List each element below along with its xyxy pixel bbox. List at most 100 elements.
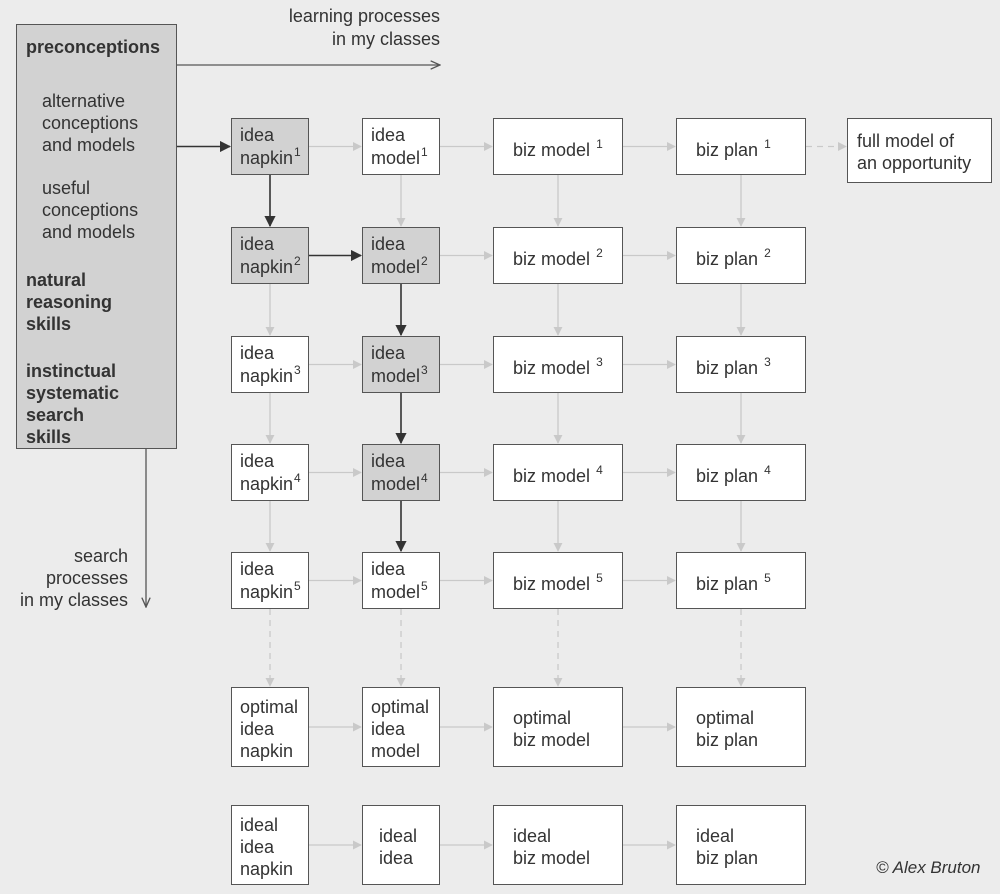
optimal-model-box: optimal idea model (362, 687, 440, 767)
box-line: biz plan (696, 249, 759, 269)
panel-instinctual: skills (26, 427, 72, 447)
search-processes-label: processes (45, 568, 128, 588)
idea-model-box: idea model5 (362, 552, 440, 609)
learning-processes-label: in my classes (331, 29, 440, 49)
box-sup: 2 (596, 246, 603, 260)
idea-model-box: idea model1 (362, 118, 440, 175)
box-line: optimal (371, 697, 430, 717)
box-line: model (371, 582, 421, 602)
idea-napkin-box: idea napkin5 (231, 552, 309, 609)
box-line: full model of (857, 131, 955, 151)
box-line: ideal (696, 826, 735, 846)
panel-item: useful (42, 178, 91, 198)
panel-heading: preconceptions (26, 37, 161, 57)
box-sup: 2 (294, 254, 301, 268)
panel-natural: natural (26, 270, 87, 290)
box-line: model (371, 257, 421, 277)
box-sup: 4 (764, 463, 771, 477)
box-line: model (371, 148, 421, 168)
learning-processes-label: learning processes (288, 6, 440, 26)
credit: © Alex Bruton (876, 858, 981, 877)
panel-instinctual: instinctual (26, 361, 117, 381)
box-line: idea (240, 559, 275, 579)
biz-model-box: biz model 5 (493, 552, 623, 609)
box-line: biz plan (696, 848, 759, 868)
panel-item: and models (42, 222, 136, 242)
ideal-napkin-box: ideal idea napkin (231, 805, 309, 885)
box-sup: 3 (764, 355, 771, 369)
box-line: napkin (240, 741, 294, 761)
box-sup: 4 (294, 471, 301, 485)
idea-napkin-box: idea napkin3 (231, 336, 309, 393)
search-processes-label: in my classes (19, 590, 128, 610)
box-line: model (371, 366, 421, 386)
box-sup: 4 (596, 463, 603, 477)
box-sup: 3 (421, 363, 428, 377)
box-sup: 5 (421, 579, 428, 593)
box-sup: 2 (421, 254, 428, 268)
box-line: idea (379, 848, 414, 868)
full-model-box: full model of an opportunity (847, 118, 992, 183)
box-line: biz plan (696, 140, 759, 160)
box-line: napkin (240, 582, 294, 602)
idea-model-box: idea model4 (362, 444, 440, 501)
optimal-biz-model-box: optimal biz model (493, 687, 623, 767)
box-line: ideal (513, 826, 552, 846)
box-sup: 3 (294, 363, 301, 377)
box-sup: 5 (764, 571, 771, 585)
box-line: idea (240, 451, 275, 471)
box-line: napkin (240, 148, 294, 168)
biz-plan-box: biz plan 3 (676, 336, 806, 393)
preconceptions-panel: preconceptions alternative conceptions a… (16, 24, 177, 449)
box-sup: 5 (596, 571, 603, 585)
box-line: napkin (240, 474, 294, 494)
idea-napkin-box: idea napkin4 (231, 444, 309, 501)
box-sup: 1 (421, 145, 428, 159)
box-line: biz model (513, 466, 591, 486)
box-line: model (371, 474, 421, 494)
box-line: biz model (513, 574, 591, 594)
biz-plan-box: biz plan 5 (676, 552, 806, 609)
panel-instinctual: systematic (26, 383, 120, 403)
idea-napkin-box: idea napkin1 (231, 118, 309, 175)
panel-instinctual: search (26, 405, 85, 425)
box-sup: 2 (764, 246, 771, 260)
box-line: an opportunity (857, 153, 972, 173)
box-line: ideal (379, 826, 418, 846)
box-line: napkin (240, 366, 294, 386)
box-line: idea (371, 234, 406, 254)
panel-item: alternative (42, 91, 126, 111)
biz-model-box: biz model 1 (493, 118, 623, 175)
box-line: idea (240, 837, 275, 857)
box-line: biz model (513, 358, 591, 378)
box-line: idea (371, 559, 406, 579)
box-line: idea (240, 343, 275, 363)
box-line: biz plan (696, 574, 759, 594)
box-sup: 4 (421, 471, 428, 485)
panel-item: conceptions (42, 113, 139, 133)
box-sup: 1 (294, 145, 301, 159)
box-line: napkin (240, 859, 294, 879)
box-line: biz plan (696, 466, 759, 486)
box-line: idea (240, 719, 275, 739)
biz-plan-box: biz plan 1 (676, 118, 806, 175)
box-line: biz plan (696, 358, 759, 378)
optimal-biz-plan-box: optimal biz plan (676, 687, 806, 767)
box-line: biz plan (696, 730, 759, 750)
box-line: idea (240, 234, 275, 254)
box-line: biz model (513, 848, 591, 868)
biz-model-box: biz model 4 (493, 444, 623, 501)
idea-model-box: idea model2 (362, 227, 440, 284)
panel-item: conceptions (42, 200, 139, 220)
biz-plan-box: biz plan 2 (676, 227, 806, 284)
box-line: idea (240, 125, 275, 145)
box-line: biz model (513, 249, 591, 269)
ideal-biz-plan-box: ideal biz plan (676, 805, 806, 885)
biz-plan-box: biz plan 4 (676, 444, 806, 501)
idea-model-box: idea model3 (362, 336, 440, 393)
biz-model-box: biz model 3 (493, 336, 623, 393)
box-line: optimal (240, 697, 299, 717)
optimal-napkin-box: optimal idea napkin (231, 687, 309, 767)
box-line: optimal (513, 708, 572, 728)
box-line: ideal (240, 815, 279, 835)
